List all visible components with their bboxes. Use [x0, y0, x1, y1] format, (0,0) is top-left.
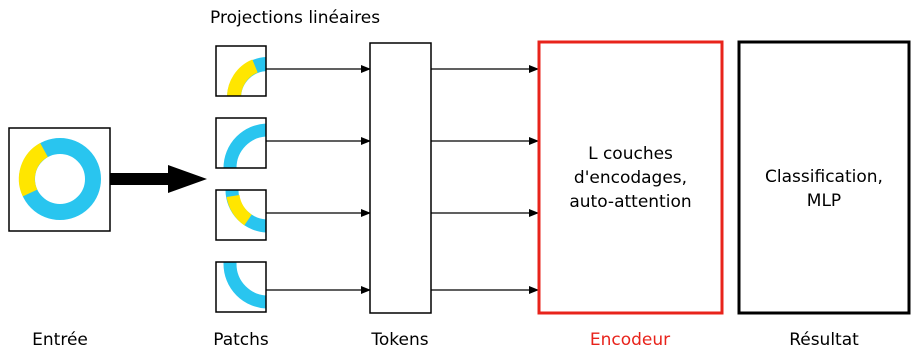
stage-label-input: Entrée — [32, 330, 88, 350]
encoder-line-3: auto-attention — [569, 192, 692, 212]
classifier-line-1: Classification, — [765, 167, 883, 187]
patch-1 — [215, 45, 267, 97]
patch-2 — [215, 117, 267, 169]
patch-to-token-arrows — [266, 65, 371, 294]
patch-4 — [215, 261, 267, 313]
classifier-line-2: MLP — [806, 191, 842, 211]
stage-label-output: Résultat — [789, 330, 859, 350]
input-to-patches-arrow — [110, 165, 207, 193]
classifier-box — [737, 40, 911, 315]
patch-3 — [215, 189, 267, 241]
linear-projections-title: Projections linéaires — [210, 8, 381, 28]
classifier-description: Classification, MLP — [739, 165, 909, 213]
encoder-line-1: L couches — [588, 144, 673, 164]
stage-label-encoder: Encodeur — [589, 330, 671, 350]
tokens-box — [369, 42, 432, 314]
encoder-line-2: d'encodages, — [573, 168, 688, 188]
input-image — [8, 127, 111, 232]
encoder-box — [537, 40, 724, 315]
stage-label-patches: Patchs — [213, 330, 269, 350]
encoder-description: L couches d'encodages, auto-attention — [539, 142, 722, 214]
token-to-encoder-arrows — [431, 65, 539, 294]
stage-label-tokens: Tokens — [371, 330, 429, 350]
